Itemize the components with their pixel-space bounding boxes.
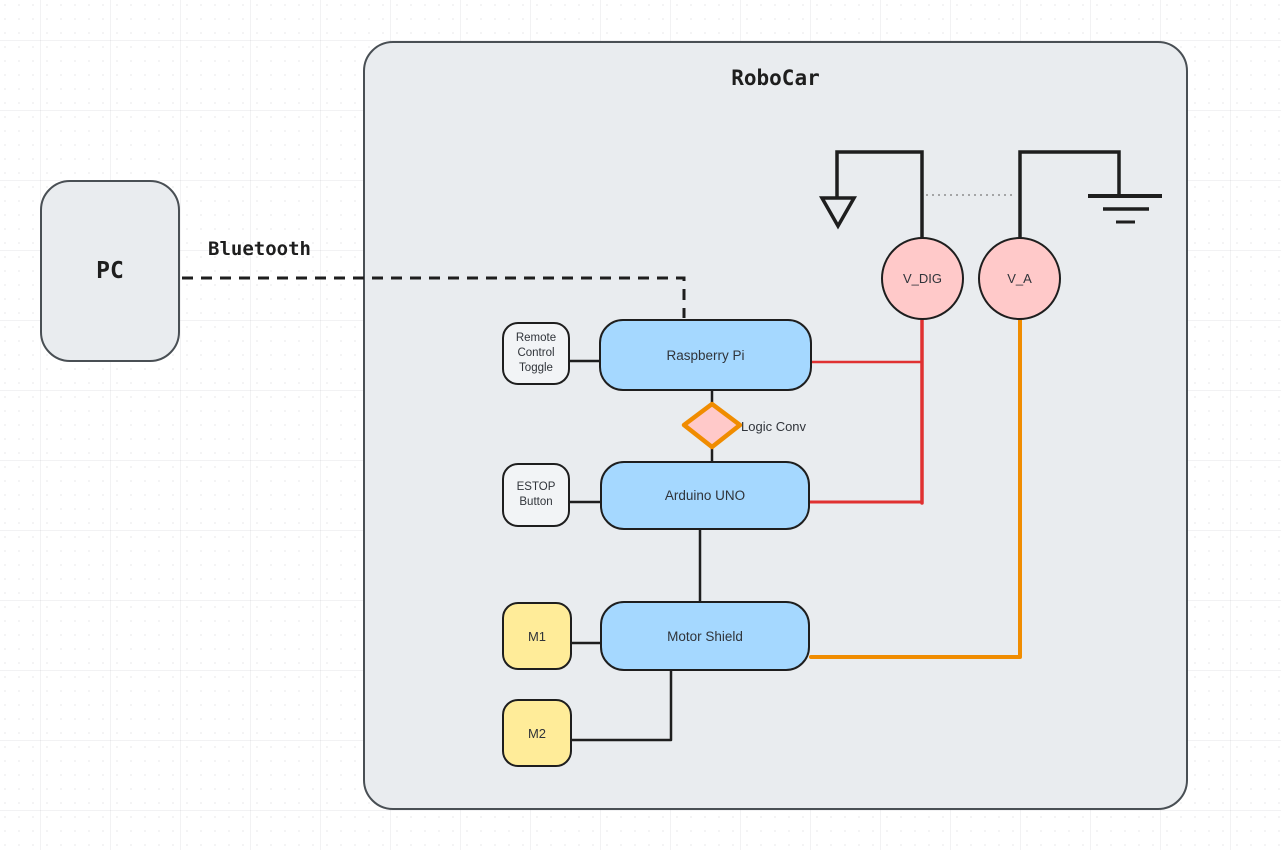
estop-button-label: ESTOP Button [516, 480, 556, 508]
logic-conv-label: Logic Conv [741, 419, 807, 434]
node-m2[interactable]: M2 [502, 699, 572, 767]
node-v-dig[interactable]: V_DIG [881, 237, 964, 320]
node-raspberry-pi[interactable]: Raspberry Pi [599, 319, 812, 391]
node-m1[interactable]: M1 [502, 602, 572, 670]
edge-bluetooth-dashed[interactable] [182, 276, 686, 318]
logic-conv-diamond[interactable] [681, 401, 743, 450]
node-estop-button[interactable]: ESTOP Button [502, 463, 570, 527]
node-remote-control-toggle[interactable]: Remote Control Toggle [502, 322, 570, 385]
wire-va-to-ground[interactable] [1018, 150, 1121, 238]
earth-ground-symbol[interactable] [1088, 194, 1162, 224]
node-v-a[interactable]: V_A [978, 237, 1061, 320]
m2-label: M2 [527, 725, 547, 741]
robocar-container[interactable] [363, 41, 1188, 810]
wire-va-to-shield[interactable] [809, 316, 1022, 659]
robocar-title: RoboCar [731, 66, 820, 90]
node-arduino-uno[interactable]: Arduino UNO [600, 461, 810, 530]
node-pc[interactable]: PC [40, 180, 180, 362]
m1-label: M1 [527, 628, 547, 644]
v-a-label: V_A [1007, 271, 1032, 286]
wire-vdig-to-ground[interactable] [835, 150, 924, 238]
v-dig-label: V_DIG [902, 271, 942, 286]
remote-control-toggle-label: Remote Control Toggle [515, 331, 557, 375]
signal-ground-symbol[interactable] [818, 196, 858, 230]
raspberry-pi-label: Raspberry Pi [666, 347, 745, 363]
pc-label: PC [96, 258, 124, 284]
bluetooth-edge-label: Bluetooth [208, 238, 311, 260]
edge-m2-to-shield[interactable] [570, 668, 673, 742]
motor-shield-label: Motor Shield [667, 628, 743, 644]
node-motor-shield[interactable]: Motor Shield [600, 601, 810, 671]
arduino-uno-label: Arduino UNO [664, 488, 746, 503]
